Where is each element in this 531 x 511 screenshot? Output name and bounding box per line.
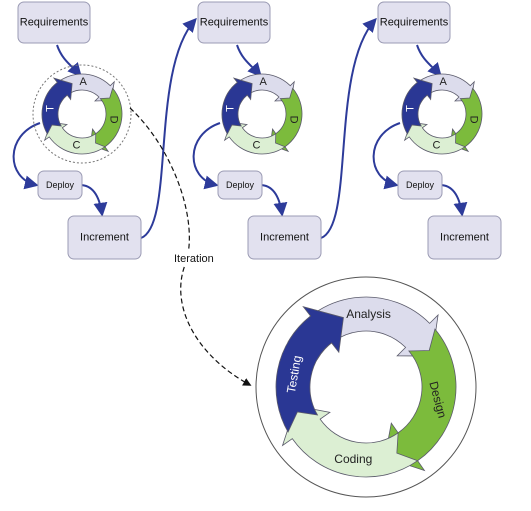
deploy-to-increment-arrow-1 [79,184,108,217]
mini-cycle-3-design-label: D [468,116,480,124]
increment-units: RequirementsDeployIncrementADCTRequireme… [17,1,502,260]
requirements-box-1: Requirements [17,1,91,44]
increment-box-1-label: Increment [80,232,129,244]
mini-cycle-2-coding-label: C [252,140,260,152]
cycle-to-deploy-arrow-3 [372,122,401,190]
mini-cycle-1-design-label: D [108,116,120,124]
deploy-box-1-label: Deploy [46,180,75,190]
requirements-box-2-label: Requirements [200,17,269,29]
mini-cycle-1-testing-label: T [44,105,56,112]
mini-cycle-2-analysis-label: A [259,76,267,88]
requirements-to-cycle-arrow-3 [416,44,442,78]
increment-box-3-label: Increment [440,232,489,244]
detail-design-arrow [384,328,457,472]
requirements-box-3: Requirements [377,1,451,44]
requirements-box-1-label: Requirements [20,17,89,29]
iteration-arrow [129,107,252,386]
mini-cycle-2-testing-arrow [221,77,253,135]
mini-cycle-2-testing-label: T [224,105,236,112]
increment-box-2-label: Increment [260,232,309,244]
mini-cycle-1-testing-arrow [41,77,73,135]
deploy-box-2: Deploy [217,170,263,200]
increment-to-requirements-arrow-1 [140,17,197,239]
deploy-box-1: Deploy [37,170,83,200]
increment-box-3: Increment [427,215,502,260]
requirements-to-cycle-arrow-1 [56,44,82,78]
zoom-highlight-circle [32,64,132,164]
requirements-to-cycle-arrow-2 [236,44,262,78]
cycle-to-deploy-arrow-1 [12,122,41,190]
mini-cycle-3-testing-arrow [401,77,433,135]
cycle-to-deploy-arrow-2 [192,122,221,190]
deploy-to-increment-arrow-2 [259,184,288,217]
mini-cycle-3-testing-label: T [404,105,416,112]
requirements-box-2: Requirements [197,1,271,44]
detail-analysis-label: Analysis [346,307,391,321]
detail-testing-arrow [275,306,344,433]
deploy-box-3: Deploy [397,170,443,200]
mini-cycle-2-design-label: D [288,116,300,124]
deploy-box-3-label: Deploy [406,180,435,190]
iteration-label: Iteration [174,253,214,265]
mini-cycle-1-coding-label: C [72,140,80,152]
deploy-to-increment-arrow-3 [439,184,468,217]
connectors [12,17,468,239]
mini-cycle-3-analysis-label: A [439,76,447,88]
detail-testing-label: Testing [284,354,304,394]
increment-to-requirements-arrow-2 [320,17,377,239]
mini-cycle-3-coding-label: C [432,140,440,152]
mini-cycle-1-analysis-label: A [79,76,87,88]
requirements-box-3-label: Requirements [380,17,449,29]
increment-box-2: Increment [247,215,322,260]
detail-coding-label: Coding [334,452,372,466]
deploy-box-2-label: Deploy [226,180,255,190]
increment-box-1: Increment [67,215,142,260]
